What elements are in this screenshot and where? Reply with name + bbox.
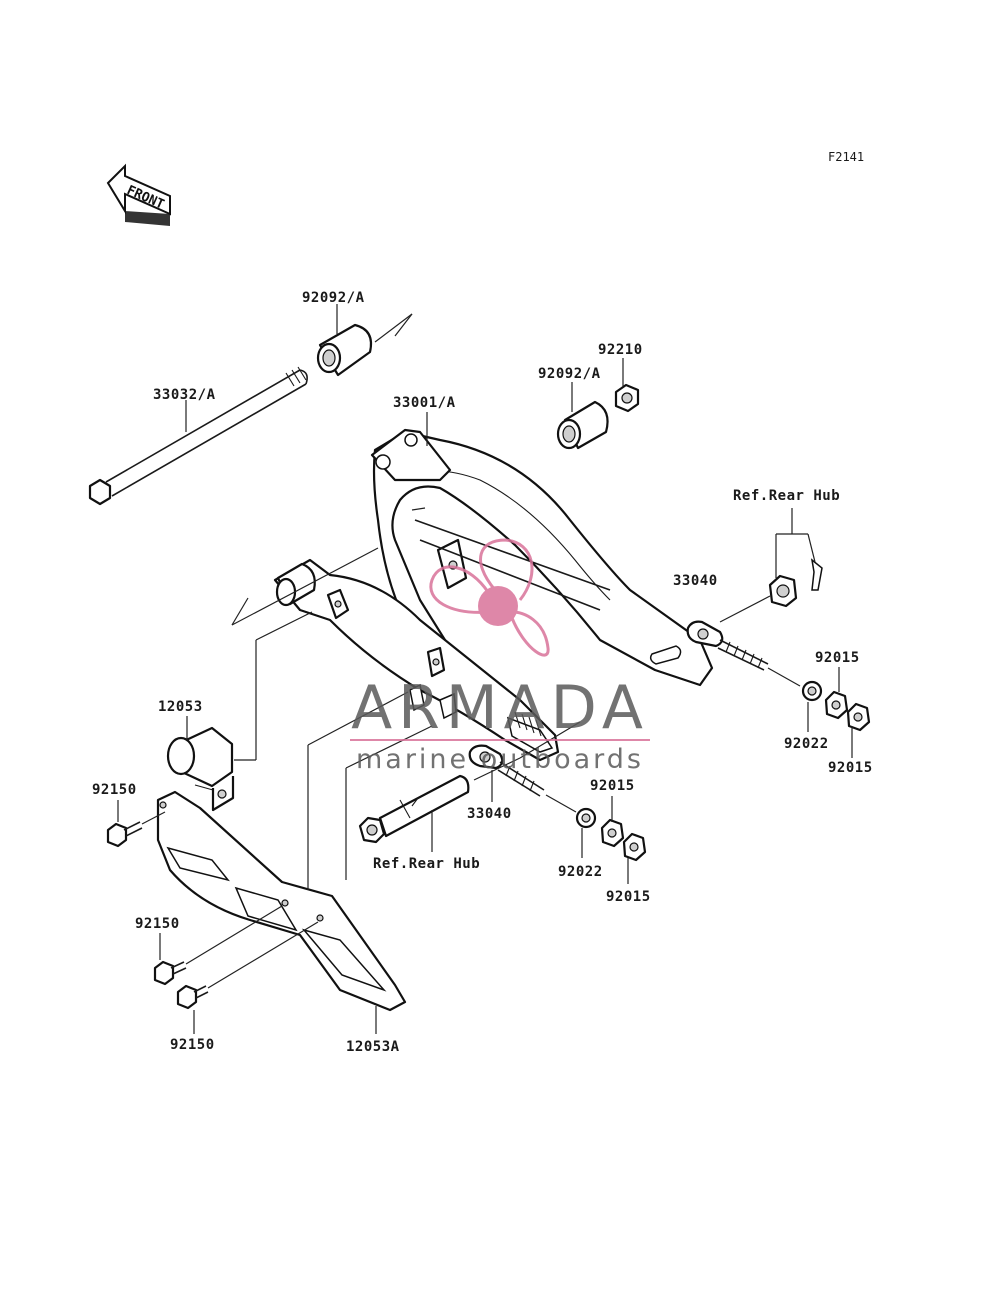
rear-axle-ref[interactable] — [358, 774, 470, 844]
chain-adjuster-33040-right[interactable] — [686, 620, 769, 671]
label-12053: 12053 — [158, 699, 203, 715]
label-92015-lower-2: 92015 — [606, 889, 651, 905]
label-92015-lower-1: 92015 — [590, 778, 635, 794]
washer-92022-right[interactable] — [801, 680, 823, 702]
bolt-92150-b[interactable] — [153, 960, 187, 986]
axle-bolt-33032[interactable] — [88, 366, 308, 506]
label-92022-lower: 92022 — [558, 864, 603, 880]
bolt-92150-c[interactable] — [176, 984, 209, 1010]
label-92092-top: 92092/A — [302, 290, 365, 306]
nut-92015-right-2[interactable] — [846, 702, 871, 732]
swing-arm-33001[interactable] — [273, 428, 714, 762]
label-92150-b: 92150 — [135, 916, 180, 932]
label-ref-rear-hub-top: Ref.Rear Hub — [733, 488, 840, 504]
nut-92015-lower-2[interactable] — [622, 832, 647, 862]
front-arrow-icon: FRONT — [106, 163, 171, 226]
chain-guide-block-12053[interactable] — [166, 726, 235, 812]
label-ref-rear-hub-bottom: Ref.Rear Hub — [373, 856, 480, 872]
propeller-logo-icon — [429, 538, 550, 657]
label-92150-c: 92150 — [170, 1037, 215, 1053]
bushing-92092-mid[interactable] — [556, 400, 609, 450]
label-92022-right: 92022 — [784, 736, 829, 752]
label-92015-right-2: 92015 — [828, 760, 873, 776]
label-92150-a: 92150 — [92, 782, 137, 798]
chain-guide-plate-12053A[interactable] — [156, 790, 407, 1012]
label-12053A: 12053A — [346, 1039, 400, 1055]
label-92015-right-1: 92015 — [815, 650, 860, 666]
label-33040-right: 33040 — [673, 573, 718, 589]
nut-92015-right-1[interactable] — [824, 690, 849, 720]
label-92092-mid: 92092/A — [538, 366, 601, 382]
watermark: ARMADA marine outboards — [350, 538, 650, 775]
bushing-92092-top[interactable] — [316, 323, 373, 377]
nut-92015-lower-1[interactable] — [600, 818, 625, 848]
watermark-tagline: marine outboards — [356, 744, 644, 775]
figure-code: F2141 — [828, 150, 864, 164]
washer-92022-lower[interactable] — [575, 807, 597, 829]
chain-adjuster-33040-lower[interactable] — [468, 744, 545, 797]
axle-nut-ref[interactable] — [768, 558, 823, 608]
bolt-92150-a[interactable] — [106, 821, 143, 848]
label-33040-lower: 33040 — [467, 806, 512, 822]
watermark-brand: ARMADA — [351, 673, 649, 743]
label-33032: 33032/A — [153, 387, 216, 403]
label-92210: 92210 — [598, 342, 643, 358]
label-33001: 33001/A — [393, 395, 456, 411]
nut-92210[interactable] — [614, 383, 640, 413]
